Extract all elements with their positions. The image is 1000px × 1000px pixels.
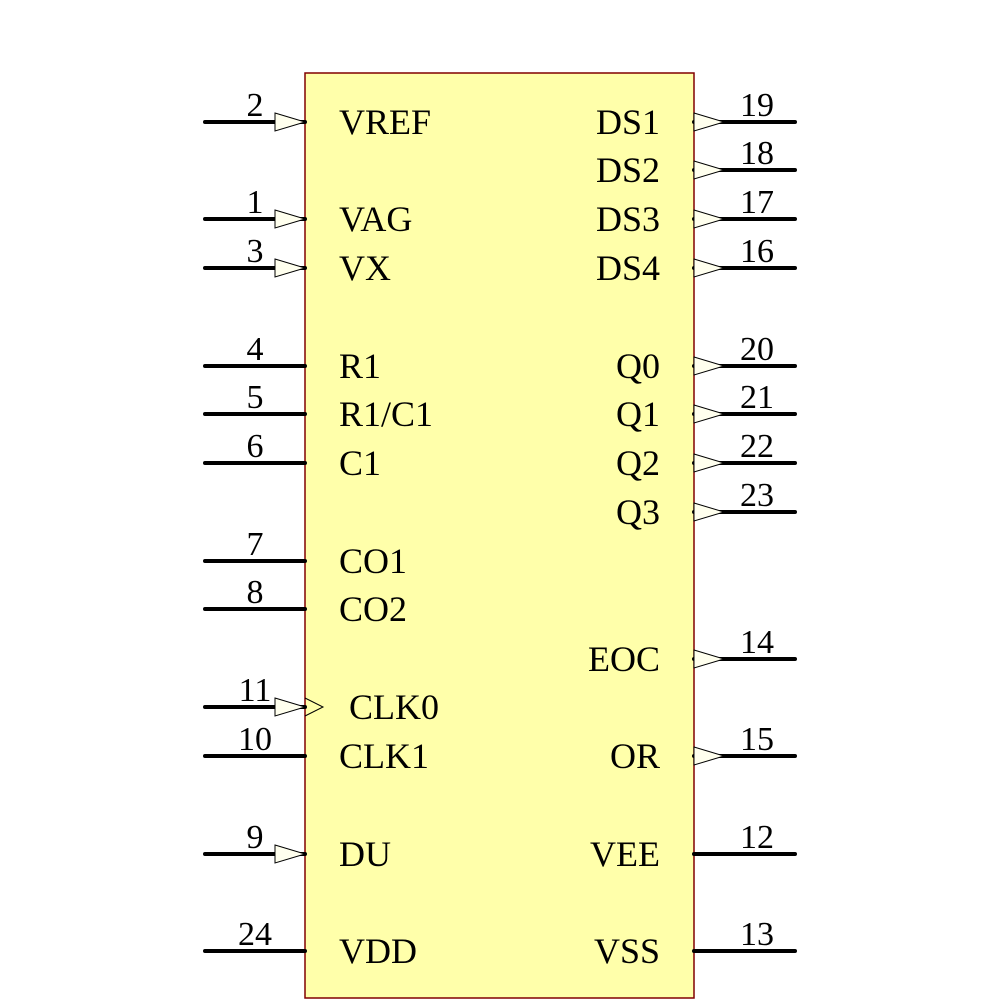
pin-name: Q2 [616,443,660,483]
pin-12: 12 VEE [590,819,797,874]
pin-name: VAG [339,199,412,239]
pin-name: CLK0 [349,687,439,727]
pin-number: 16 [740,233,774,270]
pin-number: 19 [740,87,774,124]
pin-name: CLK1 [339,736,429,776]
pin-name: DS4 [596,248,660,288]
pin-9: 9 DU [203,819,391,874]
output-arrow-icon [693,209,726,229]
pin-22: 22 Q2 [616,428,797,483]
pin-name: VREF [339,102,431,142]
pin-6: 6 C1 [203,428,381,483]
pin-name: DU [339,834,391,874]
pin-number: 8 [247,574,264,611]
pin-number: 17 [740,184,774,221]
pin-23: 23 Q3 [616,477,797,532]
pin-21: 21 Q1 [616,379,797,434]
pin-number: 23 [740,477,774,514]
input-arrow-icon [274,112,307,132]
pin-number: 18 [740,135,774,172]
pin-1: 1 VAG [203,184,412,239]
pin-name: Q3 [616,492,660,532]
ic-body [304,72,695,999]
pin-5: 5 R1/C1 [203,379,433,434]
pin-name: DS3 [596,199,660,239]
pin-15: 15 OR [610,721,797,776]
pin-number: 20 [740,331,774,368]
pin-18: 18 DS2 [596,135,797,190]
pin-name: CO2 [339,589,407,629]
output-arrow-icon [693,112,726,132]
pin-number: 5 [247,379,264,416]
pin-19: 19 DS1 [596,87,797,142]
pin-name: VEE [590,834,660,874]
pin-number: 10 [238,721,272,758]
pin-2: 2 VREF [203,87,431,142]
pin-number: 1 [247,184,264,221]
pin-name: Q0 [616,346,660,386]
pin-name: OR [610,736,660,776]
pin-10: 10 CLK1 [203,721,429,776]
right-pin-group: 19 DS1 18 DS2 17 DS3 16 DS4 20 Q0 21 Q1 22 Q2 23 Q3 14 EO… [588,87,797,971]
pin-number: 13 [740,916,774,953]
pin-16: 16 DS4 [596,233,797,288]
pin-name: CO1 [339,541,407,581]
pin-number: 3 [247,233,264,270]
pin-number: 9 [247,819,264,856]
pin-number: 21 [740,379,774,416]
clock-edge-icon [304,697,325,717]
output-arrow-icon [693,649,726,669]
pin-name: C1 [339,443,381,483]
output-arrow-icon [693,746,726,766]
input-arrow-icon [274,258,307,278]
pin-4: 4 R1 [203,331,381,386]
pin-name: VX [339,248,391,288]
pin-name: VDD [339,931,417,971]
pin-number: 4 [247,331,264,368]
pin-13: 13 VSS [594,916,797,971]
pin-number: 7 [247,526,264,563]
output-arrow-icon [693,404,726,424]
pin-8: 8 CO2 [203,574,407,629]
input-arrow-icon [274,697,307,717]
pin-number: 24 [238,916,272,953]
pin-number: 12 [740,819,774,856]
input-arrow-icon [274,209,307,229]
pin-20: 20 Q0 [616,331,797,386]
pin-11: 11 CLK0 [203,672,439,727]
pin-name: DS2 [596,150,660,190]
pin-3: 3 VX [203,233,391,288]
pin-name: DS1 [596,102,660,142]
output-arrow-icon [693,502,726,522]
pin-number: 11 [239,672,272,709]
pin-17: 17 DS3 [596,184,797,239]
pin-number: 2 [247,87,264,124]
pin-24: 24 VDD [203,916,417,971]
pin-14: 14 EOC [588,624,797,679]
pin-7: 7 CO1 [203,526,407,581]
pin-name: Q1 [616,394,660,434]
pin-name: R1/C1 [339,394,433,434]
pin-name: VSS [594,931,660,971]
output-arrow-icon [693,258,726,278]
output-arrow-icon [693,356,726,376]
input-arrow-icon [274,844,307,864]
pin-name: R1 [339,346,381,386]
pin-number: 15 [740,721,774,758]
pin-name: EOC [588,639,660,679]
output-arrow-icon [693,453,726,473]
pin-number: 6 [247,428,264,465]
pin-number: 22 [740,428,774,465]
output-arrow-icon [693,160,726,180]
pin-number: 14 [740,624,774,661]
